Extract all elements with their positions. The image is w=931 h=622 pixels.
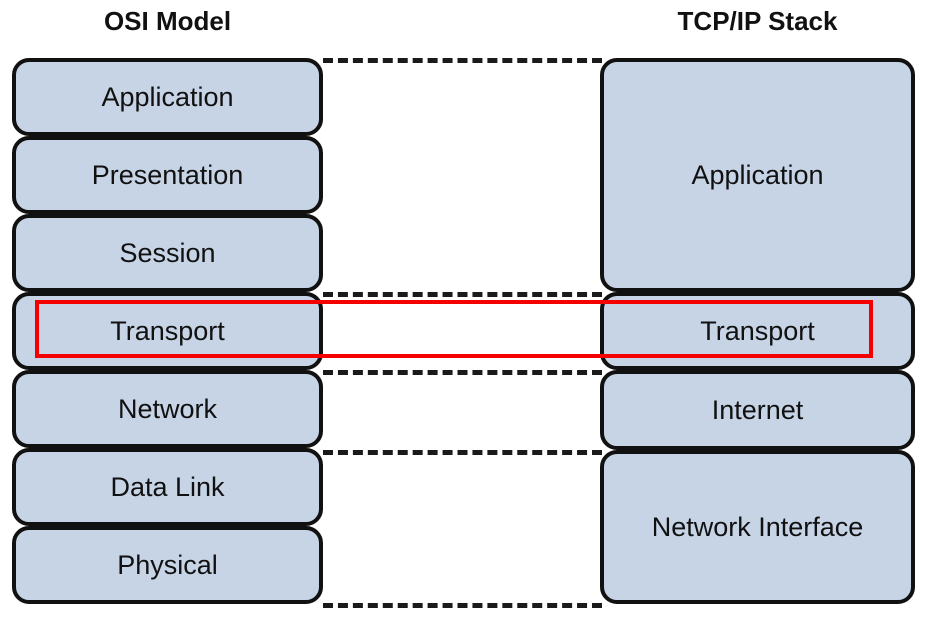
osi-layer-transport: Transport [12, 292, 323, 370]
osi-layer-network: Network [12, 370, 323, 448]
layer-label: Session [119, 237, 216, 268]
layer-label: Application [691, 159, 824, 190]
osi-layer-session: Session [12, 214, 323, 292]
tcpip-layer-internet: Internet [600, 370, 915, 450]
osi-layer-physical: Physical [12, 526, 323, 604]
osi-layer-data-link: Data Link [12, 448, 323, 526]
tcpip-layer-network-interface: Network Interface [600, 450, 915, 604]
layer-label: Presentation [91, 159, 244, 190]
dash-transport-bottom [323, 370, 602, 375]
tcpip-layer-transport: Transport [600, 292, 915, 370]
dash-bottom [323, 603, 602, 608]
layer-label: Transport [700, 315, 815, 346]
layer-label: Data Link [110, 471, 225, 502]
osi-layer-application: Application [12, 58, 323, 136]
layer-label: Application [101, 81, 234, 112]
dash-top [323, 58, 602, 63]
layer-label: Network [117, 393, 218, 424]
dash-session-bottom [323, 292, 602, 297]
layer-label: Transport [110, 315, 225, 346]
dash-network-bottom [323, 450, 602, 455]
layer-label: Internet [711, 394, 804, 425]
layer-label: Network Interface [651, 511, 864, 542]
osi-column-title: OSI Model [103, 6, 232, 36]
tcpip-layer-application: Application [600, 58, 915, 292]
tcpip-column-title: TCP/IP Stack [677, 6, 838, 36]
osi-layer-presentation: Presentation [12, 136, 323, 214]
layer-label: Physical [117, 549, 218, 580]
